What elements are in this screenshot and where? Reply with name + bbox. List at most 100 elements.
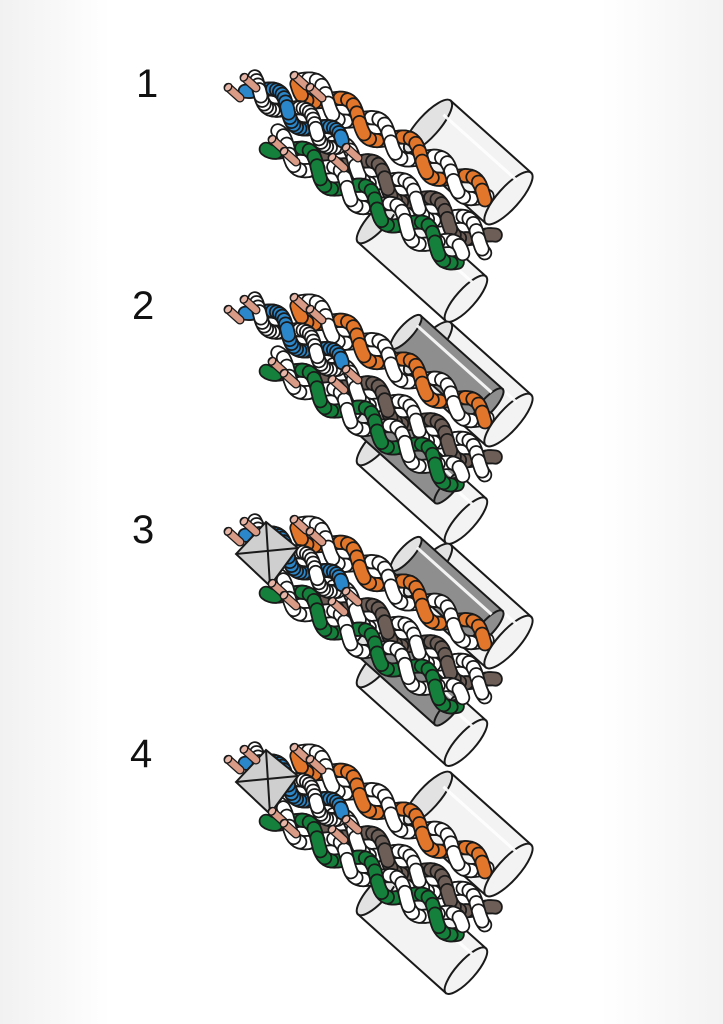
green-white-conductor-tip [267,806,277,816]
brown-pair-wire-segment [378,616,394,639]
green-pair-wire-segment [341,403,357,428]
brown-pair-wire-segment [472,233,488,255]
green-pair-wire-segment [371,647,388,671]
green-conductor-tip [279,146,289,156]
green-pair-wire-segment [429,680,445,705]
brown-pair-wire-segment [349,381,366,404]
orange-pair-wire-segment [353,338,370,362]
orange-pair-wire-segment [291,750,308,773]
copper-conductor-ends [223,292,363,395]
orange-pair-wire-segment [385,808,402,831]
step-4-panel: 4 [0,720,723,1000]
step-2-number: 2 [132,284,155,328]
step-2-cable-illustration [223,291,534,545]
green-conductor-tip [279,818,289,828]
blue-white-conductor-tip [223,304,233,314]
green-pair-wire-segment [371,425,388,449]
blue-pair-wire-segment [281,100,295,119]
orange-pair-wire-segment [385,580,402,603]
blue-twisted-pair [237,291,350,378]
brown-conductor-tip [327,374,337,384]
brown-pair-wire-segment [410,414,425,437]
brown-pair-wire-segment [410,864,425,887]
orange-conductor-tip [289,514,299,524]
orange-pair-wire-segment [291,300,308,323]
green-conductor-tip [279,368,289,378]
orange-pair-wire-segment [322,97,339,121]
blue-pair-wire-segment [281,322,295,341]
copper-conductor-ends [223,70,363,173]
green-white-conductor-tip [267,356,277,366]
cross-separator [234,748,300,816]
brown-pair-wire-segment [410,192,425,215]
step-1-number: 1 [136,62,159,106]
blue-conductor-tip [239,72,249,82]
blue-white-conductor-tip [223,82,233,92]
brown-pair-wire-segment [378,844,394,867]
blue-white-conductor-tip [223,754,233,764]
brown-pair-wire-segment [441,434,457,457]
green-pair-wire-segment [311,382,327,407]
blue-pair-wire-segment [309,566,324,585]
green-pair-wire-segment [260,815,282,830]
blue-conductor-tip [239,516,249,526]
orange-pair-wire-segment [447,618,464,642]
brown-pair-wire-segment [378,394,394,417]
copper-conductor-ends [223,514,363,617]
green-pair-wire-segment [453,461,469,482]
step-2-panel: 2 [0,270,723,545]
green-white-conductor-tip [267,134,277,144]
green-twisted-pair [258,795,471,943]
green-pair-wire-segment [311,604,327,629]
orange-pair-wire-segment [416,377,433,401]
blue-pair-wire-segment [335,574,348,591]
green-pair-wire-segment [341,625,357,650]
blue-pair-wire-segment [309,344,324,363]
green-pair-wire-segment [399,886,415,912]
brown-white-conductor-tip [341,364,351,374]
orange-pair-wire-segment [385,358,402,381]
brown-conductor-tip [327,152,337,162]
orange-pair-wire-segment [447,174,464,198]
green-pair-wire-segment [453,239,469,260]
orange-pair-wire-segment [447,396,464,420]
step-1-cable-illustration [223,69,534,323]
orange-pair-wire-segment [416,155,433,179]
orange-white-conductor-tip [305,82,315,92]
orange-pair-wire-segment [322,319,339,343]
green-pair-wire-segment [399,658,415,684]
orange-pair-wire-segment [322,769,339,793]
brown-white-conductor-tip [341,142,351,152]
orange-pair-wire-segment [291,78,308,101]
orange-twisted-pair [289,71,495,208]
step-3-cable-illustration [223,513,534,767]
green-pair-wire-segment [341,181,357,206]
orange-pair-wire-segment [447,846,464,870]
brown-pair-wire-segment [349,603,366,626]
blue-conductor-tip [239,294,249,304]
green-pair-wire-segment [341,853,357,878]
separator-rib-vertical [265,749,271,815]
brown-pair-wire-segment [441,884,457,907]
blue-white-conductor-tip [223,526,233,536]
orange-pair-wire-segment [476,628,491,650]
orange-pair-wire-segment [476,406,491,428]
brown-pair-wire-segment [472,455,488,477]
step-3-number: 3 [132,508,155,552]
orange-twisted-pair [289,743,495,880]
orange-white-conductor-tip [305,526,315,536]
brown-pair-wire-segment [349,159,366,182]
step-3-panel: 3 [0,492,723,767]
brown-white-conductor-tip [341,586,351,596]
orange-pair-wire-segment [353,560,370,584]
step-4-cable-illustration [223,741,534,995]
brown-pair-wire-segment [378,172,394,195]
orange-pair-wire-segment [476,184,491,206]
green-white-conductor-tip [267,578,277,588]
brown-pair-wire-segment [441,212,457,235]
orange-pair-wire-segment [322,541,339,565]
orange-conductor-tip [289,70,299,80]
step-1-panel: 1 [0,48,723,323]
separator-rib-vertical [265,521,271,587]
